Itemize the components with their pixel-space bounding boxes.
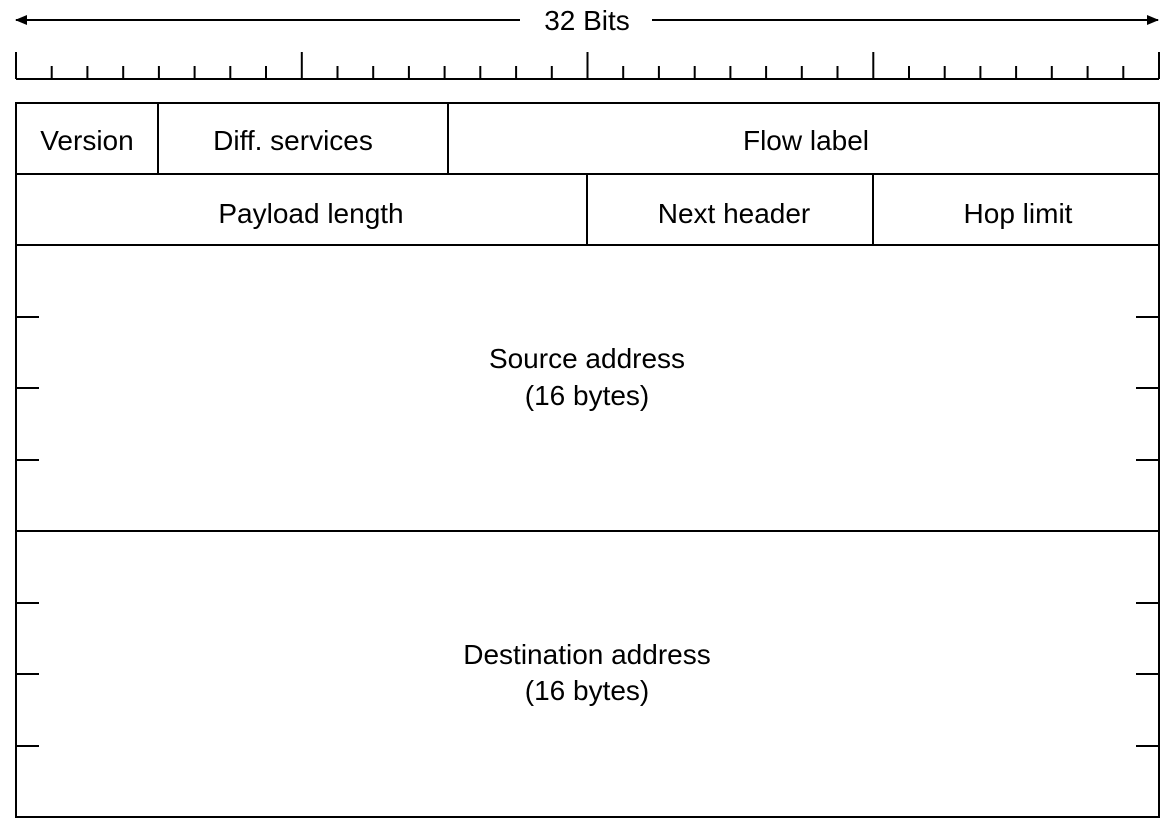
field-destination-address-size: (16 bytes) xyxy=(525,675,650,706)
width-label: 32 Bits xyxy=(544,5,630,36)
field-destination-address: Destination address xyxy=(463,639,710,670)
bit-ruler xyxy=(15,52,1160,80)
field-version: Version xyxy=(40,125,133,156)
field-source-address: Source address xyxy=(489,343,685,374)
field-payload-length: Payload length xyxy=(218,198,403,229)
field-hop-limit: Hop limit xyxy=(964,198,1073,229)
field-next-header: Next header xyxy=(658,198,811,229)
field-diff-services: Diff. services xyxy=(213,125,373,156)
field-flow-label: Flow label xyxy=(743,125,869,156)
field-labels: Version Diff. services Flow label Payloa… xyxy=(40,125,1072,706)
bit-width-indicator: 32 Bits xyxy=(15,5,1159,36)
address-word-ticks xyxy=(16,316,1159,747)
field-source-address-size: (16 bytes) xyxy=(525,380,650,411)
